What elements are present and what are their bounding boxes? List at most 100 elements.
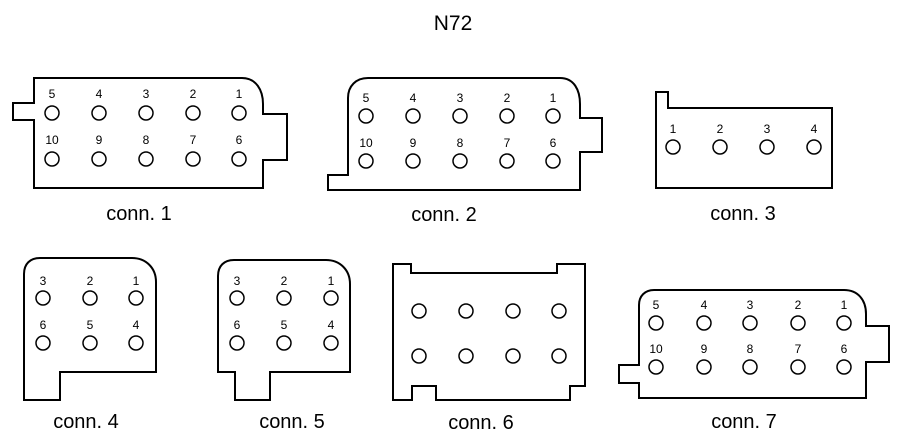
pin-number: 6 — [236, 133, 243, 147]
pin-number: 1 — [550, 91, 557, 105]
connector-7-label: conn. 7 — [711, 411, 777, 433]
pin-number: 4 — [701, 298, 708, 312]
pin-hole — [91, 151, 107, 167]
connector-6-housing — [392, 263, 586, 401]
pin-hole — [323, 335, 339, 351]
pin-number: 5 — [87, 318, 94, 332]
pin-hole — [452, 108, 468, 124]
pin-hole — [44, 151, 60, 167]
pin-hole — [742, 359, 758, 375]
pin-hole — [231, 105, 247, 121]
pin-hole — [35, 335, 51, 351]
pin-number: 4 — [328, 318, 335, 332]
pin-hole — [551, 348, 567, 364]
pin-number: 6 — [550, 136, 557, 150]
pin-number: 9 — [410, 136, 417, 150]
pin-hole — [545, 153, 561, 169]
pin-hole — [759, 139, 775, 155]
pin-number: 5 — [363, 91, 370, 105]
pin-number: 5 — [281, 318, 288, 332]
pin-hole — [276, 290, 292, 306]
pin-hole — [545, 108, 561, 124]
pin-hole — [499, 153, 515, 169]
pin-number: 4 — [410, 91, 417, 105]
connector-4-label: conn. 4 — [53, 411, 119, 433]
pin-hole — [138, 151, 154, 167]
pin-number: 5 — [49, 87, 56, 101]
pin-number: 4 — [133, 318, 140, 332]
connector-4: 3 2 1 6 5 4 conn. 4 — [23, 257, 157, 433]
pin-hole — [91, 105, 107, 121]
pin-hole — [35, 290, 51, 306]
pin-number: 5 — [653, 298, 660, 312]
pin-hole — [452, 153, 468, 169]
connector-2-housing — [327, 77, 603, 191]
pin-hole — [185, 151, 201, 167]
pin-number: 10 — [45, 133, 59, 147]
pin-number: 1 — [133, 274, 140, 288]
pin-hole — [551, 303, 567, 319]
pin-number: 7 — [190, 133, 197, 147]
pin-hole — [742, 315, 758, 331]
connector-2-label: conn. 2 — [411, 204, 477, 226]
pin-number: 4 — [811, 122, 818, 136]
connector-4-pins: 3 2 1 6 5 4 — [35, 274, 144, 351]
connector-6-label: conn. 6 — [448, 412, 514, 434]
connector-3-label: conn. 3 — [710, 203, 776, 225]
pin-hole — [138, 105, 154, 121]
pin-hole — [790, 359, 806, 375]
pin-hole — [499, 108, 515, 124]
pin-number: 3 — [234, 274, 241, 288]
connector-1-label: conn. 1 — [106, 203, 172, 225]
pin-number: 10 — [359, 136, 373, 150]
pin-hole — [458, 348, 474, 364]
pin-hole — [458, 303, 474, 319]
pin-number: 3 — [764, 122, 771, 136]
connector-6-pins — [411, 303, 567, 364]
pin-hole — [231, 151, 247, 167]
pin-hole — [505, 303, 521, 319]
pin-number: 6 — [40, 318, 47, 332]
pin-hole — [790, 315, 806, 331]
pin-hole — [82, 335, 98, 351]
pin-hole — [411, 303, 427, 319]
pin-hole — [505, 348, 521, 364]
pin-hole — [229, 335, 245, 351]
pin-hole — [276, 335, 292, 351]
pin-hole — [358, 108, 374, 124]
pin-hole — [128, 290, 144, 306]
pin-hole — [806, 139, 822, 155]
connector-4-housing — [23, 257, 157, 401]
pin-number: 2 — [504, 91, 511, 105]
pin-number: 2 — [87, 274, 94, 288]
pin-hole — [185, 105, 201, 121]
pin-hole — [411, 348, 427, 364]
pin-number: 8 — [747, 342, 754, 356]
pin-number: 9 — [701, 342, 708, 356]
pin-hole — [836, 359, 852, 375]
pin-number: 3 — [457, 91, 464, 105]
connector-7-housing — [618, 289, 890, 399]
pin-number: 3 — [747, 298, 754, 312]
pin-number: 9 — [96, 133, 103, 147]
pin-number: 4 — [96, 87, 103, 101]
pin-hole — [229, 290, 245, 306]
pin-number: 1 — [236, 87, 243, 101]
pin-hole — [712, 139, 728, 155]
pin-number: 1 — [328, 274, 335, 288]
pin-hole — [82, 290, 98, 306]
pin-hole — [44, 105, 60, 121]
diagram-title: N72 — [434, 12, 473, 35]
pin-number: 1 — [670, 122, 677, 136]
pin-hole — [665, 139, 681, 155]
pin-number: 3 — [40, 274, 47, 288]
